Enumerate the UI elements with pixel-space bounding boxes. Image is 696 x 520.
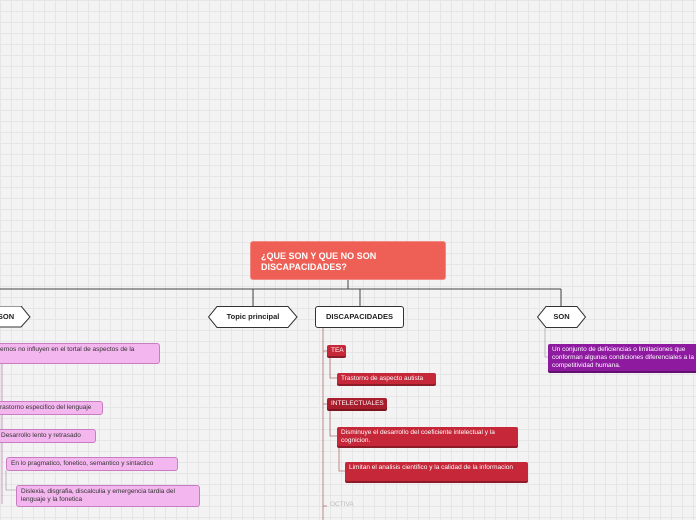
subtopic-tea-detail[interactable]: Trastorno de aspecto autista: [337, 373, 436, 384]
left-subtopic-4[interactable]: En lo pragmatico, fonetico, semantico y …: [6, 457, 178, 471]
left-subtopic-5[interactable]: Dislexia, disgrafia, discalculia y emerg…: [16, 485, 200, 507]
subtopic-intelectuales-detail-1-text: Disminuye el desarrollo del coeficiente …: [341, 429, 495, 444]
subtopic-faded[interactable]: OCTIVA: [330, 501, 380, 512]
subtopic-tea[interactable]: TEA: [327, 345, 346, 356]
subtopic-intelectuales-detail-2[interactable]: Limitan el analisis cientifico y la cali…: [345, 462, 528, 481]
topic-son-left-label: SON: [0, 312, 15, 321]
left-subtopic-1-text: ernos no influyen en el tortal de aspect…: [0, 346, 135, 353]
central-topic[interactable]: ¿QUE SON Y QUE NO SON DISCAPACIDADES?: [250, 241, 446, 280]
topic-son-left[interactable]: [0, 306, 32, 328]
topic-principal-label: Topic principal: [226, 312, 280, 321]
subtopic-intelectuales-label: INTELECTUALES: [331, 400, 384, 407]
topic-son-right[interactable]: [537, 306, 587, 328]
central-topic-title: ¿QUE SON Y QUE NO SON DISCAPACIDADES?: [261, 251, 377, 272]
left-subtopic-2-text: rastorno especifico del lenguaje: [0, 404, 92, 411]
left-subtopic-2[interactable]: rastorno especifico del lenguaje: [0, 401, 103, 415]
left-subtopic-5-text: Dislexia, disgrafia, discalculia y emerg…: [21, 488, 175, 503]
subtopic-faded-label: OCTIVA: [330, 501, 354, 508]
left-subtopic-3[interactable]: Desarrollo lento y retrasado: [0, 429, 96, 443]
topic-son-right-label: SON: [553, 312, 570, 321]
topic-discapacidades-label: DISCAPACIDADES: [326, 312, 393, 321]
left-subtopic-1[interactable]: ernos no influyen en el tortal de aspect…: [0, 343, 160, 364]
son-definition[interactable]: Un conjunto de deficiencias o limitacion…: [548, 344, 696, 371]
subtopic-intelectuales[interactable]: INTELECTUALES: [327, 398, 387, 409]
subtopic-tea-label: TEA: [331, 347, 344, 354]
subtopic-intelectuales-detail-1[interactable]: Disminuye el desarrollo del coeficiente …: [337, 427, 518, 446]
son-definition-text: Un conjunto de deficiencias o limitacion…: [552, 346, 695, 369]
subtopic-intelectuales-detail-2-text: Limitan el analisis cientifico y la cali…: [349, 464, 514, 471]
topic-discapacidades[interactable]: DISCAPACIDADES: [315, 306, 404, 328]
left-subtopic-4-text: En lo pragmatico, fonetico, semantico y …: [11, 460, 154, 467]
topic-principal[interactable]: [208, 306, 298, 328]
left-subtopic-3-text: Desarrollo lento y retrasado: [1, 432, 81, 439]
subtopic-tea-detail-text: Trastorno de aspecto autista: [341, 375, 424, 382]
